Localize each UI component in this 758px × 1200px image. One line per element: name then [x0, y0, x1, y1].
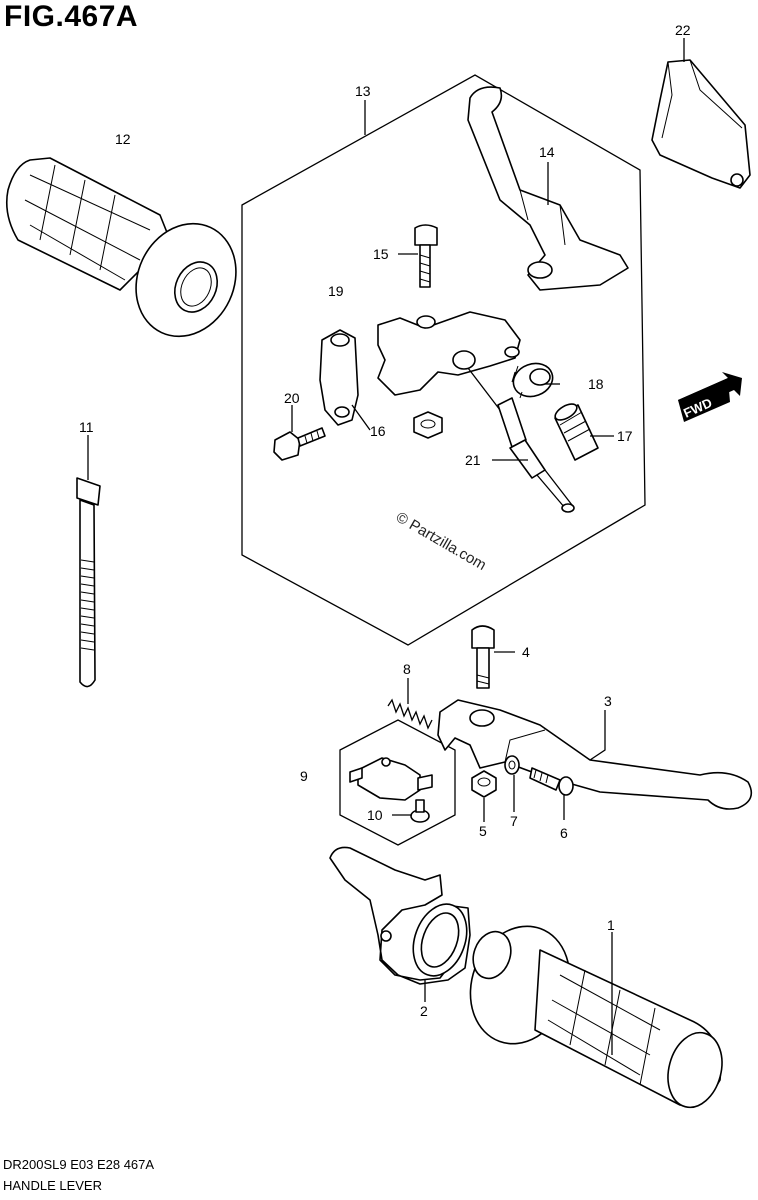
nut-5: [471, 770, 497, 798]
adjuster-17: [554, 403, 599, 461]
grip-right-1: [469, 925, 723, 1109]
callout-17: 17: [617, 428, 633, 444]
spring-8: [387, 698, 433, 730]
bolt-15: [414, 224, 438, 288]
section-name: HANDLE LEVER: [3, 1178, 102, 1193]
bolt-4: [471, 625, 495, 689]
nut-16: [413, 411, 443, 439]
callout-6: 6: [560, 825, 568, 841]
assembly-9-outline: [339, 719, 456, 846]
adjuster-nut-18: [511, 362, 554, 399]
bolt-20: [273, 427, 326, 461]
callout-21: 21: [465, 452, 481, 468]
model-code: DR200SL9 E03 E28 467A: [3, 1157, 155, 1172]
callout-16: 16: [370, 423, 386, 439]
cable-tie-11: [76, 477, 101, 688]
lever-holder-19: [377, 311, 521, 396]
callout-4: 4: [522, 644, 530, 660]
callout-22: 22: [675, 22, 691, 38]
callout-18: 18: [588, 376, 604, 392]
figure-title: FIG.467A: [4, 0, 139, 33]
switch-9: [349, 757, 433, 801]
callout-labels: 22 13 12 14 15 19 18 20 16 17 21 11 4 8 …: [79, 22, 691, 1019]
callout-10: 10: [367, 807, 383, 823]
lever-14: [467, 86, 629, 291]
throttle-housing-2: [329, 846, 471, 985]
callout-15: 15: [373, 246, 389, 262]
callout-7: 7: [510, 813, 518, 829]
bolt-6: [529, 767, 574, 796]
callout-19: 19: [328, 283, 344, 299]
watermark: © Partzilla.com: [393, 509, 489, 574]
callout-13: 13: [355, 83, 371, 99]
leader-lines: [87, 38, 685, 1055]
fwd-arrow: FWD: [678, 372, 742, 422]
callout-9: 9: [300, 768, 308, 784]
screw-10: [410, 799, 430, 823]
cable-21: [467, 367, 575, 513]
callout-5: 5: [479, 823, 487, 839]
callout-3: 3: [604, 693, 612, 709]
washer-7: [504, 755, 520, 775]
callout-20: 20: [284, 390, 300, 406]
callout-8: 8: [403, 661, 411, 677]
callout-1: 1: [607, 917, 615, 933]
lever-3: [437, 699, 753, 810]
callout-12: 12: [115, 131, 131, 147]
grip-left-12: [5, 157, 237, 338]
callout-2: 2: [420, 1003, 428, 1019]
assembly-13-outline: [241, 74, 646, 646]
callout-11: 11: [79, 419, 94, 435]
clamp-bracket: [319, 329, 359, 426]
lever-cover-22: [651, 59, 751, 189]
callout-14: 14: [539, 144, 555, 160]
